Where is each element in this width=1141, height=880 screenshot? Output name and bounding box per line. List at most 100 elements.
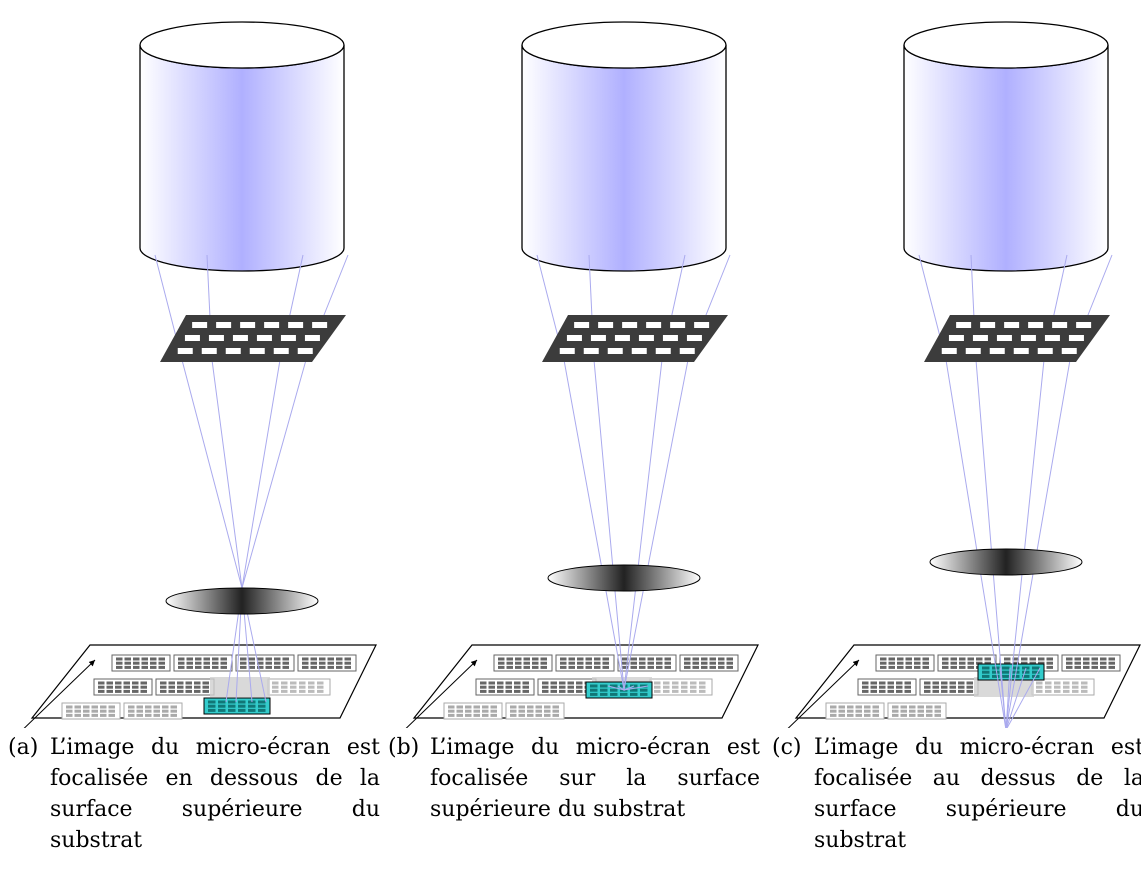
caption-b: (b) L’image du micro-écran est focalisée… (388, 732, 760, 825)
micro-screen (160, 315, 346, 362)
exposure-field (825, 702, 885, 720)
light-ray (970, 254, 1011, 728)
exposure-field (649, 678, 713, 696)
y-axis-arrow (405, 659, 478, 728)
focusing-lens (165, 587, 319, 615)
mask-opening (972, 335, 988, 341)
caption-c: (c) L’image du micro-écran est focalisée… (772, 732, 1141, 856)
caption-a-text: L’image du micro-écran est focalisée en … (50, 735, 380, 853)
light-ray (1005, 254, 1068, 728)
mask-opening (670, 322, 686, 328)
light-ray (241, 254, 349, 703)
mask-opening (312, 322, 328, 328)
mask-opening (280, 335, 296, 341)
mask-opening (566, 335, 582, 341)
mask-opening (273, 348, 289, 354)
mask-opening (264, 322, 280, 328)
light-ray (241, 254, 304, 703)
exposure-field (617, 654, 677, 672)
exposure-field (267, 678, 331, 696)
exposure-field (555, 654, 615, 672)
caption-c-label: (c) (772, 735, 802, 760)
mask-opening (249, 348, 265, 354)
caption-b-label: (b) (388, 735, 420, 760)
panel-c (787, 21, 1141, 728)
mask-opening (256, 335, 272, 341)
mask-opening (232, 335, 248, 341)
exposure-field (155, 678, 215, 696)
mask-opening (631, 348, 647, 354)
exposure-field (111, 654, 171, 672)
mask-opening (192, 322, 208, 328)
focusing-lens (547, 564, 701, 592)
mask-opening (980, 322, 996, 328)
caption-c-text: L’image du micro-écran est focalisée au … (814, 735, 1141, 853)
mask-opening (208, 335, 224, 341)
exposure-field (173, 654, 233, 672)
mask-opening (956, 322, 972, 328)
mask-opening (679, 348, 695, 354)
mask-opening (297, 348, 313, 354)
panel-a (23, 21, 377, 728)
mask-opening (948, 335, 964, 341)
mask-opening (184, 335, 200, 341)
mask-opening (655, 348, 671, 354)
mask-opening (965, 348, 981, 354)
exposure-field (443, 702, 503, 720)
mask-opening (304, 335, 320, 341)
objective-cylinder (903, 21, 1109, 272)
exposure-field (887, 702, 947, 720)
panel-b (405, 21, 759, 728)
cylinder-body (521, 44, 727, 272)
mask-opening (694, 322, 710, 328)
mask-opening (607, 348, 623, 354)
y-axis-arrow (23, 659, 96, 728)
light-ray (588, 254, 625, 691)
mask-opening (662, 335, 678, 341)
mask-opening (574, 322, 590, 328)
exposure-field (537, 678, 597, 696)
current-exposure-field (203, 697, 271, 715)
mask-opening (1076, 322, 1092, 328)
substrate (405, 644, 759, 728)
mask-opening (1004, 322, 1020, 328)
light-ray (623, 254, 686, 691)
objective-cylinder (139, 21, 345, 272)
exposure-field (1061, 654, 1121, 672)
cylinder-top (903, 21, 1109, 69)
mask-opening (1037, 348, 1053, 354)
caption-b-text: L’image du micro-écran est focalisée sur… (430, 735, 760, 822)
mask-opening (583, 348, 599, 354)
mask-opening (1052, 322, 1068, 328)
mask-opening (590, 335, 606, 341)
caption-a-label: (a) (8, 735, 39, 760)
exposure-field (123, 702, 183, 720)
cylinder-top (521, 21, 727, 69)
light-ray (206, 254, 243, 703)
mask-opening (622, 322, 638, 328)
mask-opening (1028, 322, 1044, 328)
exposure-field (493, 654, 553, 672)
mask-opening (1020, 335, 1036, 341)
exposure-field (93, 678, 153, 696)
exposure-field (61, 702, 121, 720)
figure-canvas (23, 21, 1141, 728)
cylinder-body (903, 44, 1109, 272)
blurred-field (210, 677, 270, 697)
mask-opening (941, 348, 957, 354)
light-beams (536, 254, 731, 691)
exposure-field (235, 654, 295, 672)
substrate (23, 644, 377, 728)
mask-opening (996, 335, 1012, 341)
exposure-field (475, 678, 535, 696)
focusing-lens (929, 548, 1083, 576)
exposure-field (297, 654, 357, 672)
mask-opening (240, 322, 256, 328)
micro-screen (542, 315, 728, 362)
exposure-field (505, 702, 565, 720)
micro-screen (924, 315, 1110, 362)
light-ray (1005, 254, 1113, 728)
y-axis-arrow (787, 659, 860, 728)
light-ray (536, 254, 625, 691)
mask-opening (201, 348, 217, 354)
